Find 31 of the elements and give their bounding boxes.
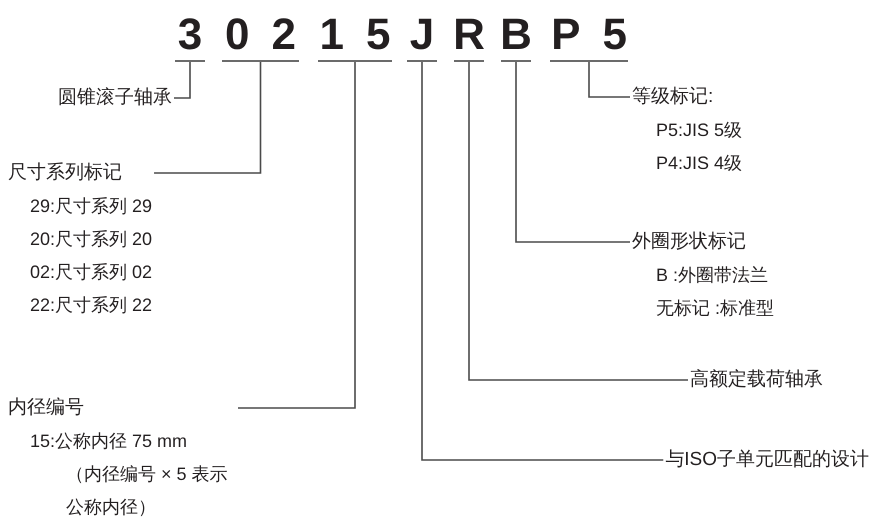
code-meaning-text: B :外圈带法兰 [656, 264, 768, 287]
code-meaning-text: P4:JIS 4级 [656, 152, 742, 175]
code-meaning-text: P5:JIS 5级 [656, 119, 742, 142]
leader-line [421, 62, 664, 461]
code-meaning-text: 无标记 :标准型 [656, 297, 774, 320]
code-meaning-text: 02:尺寸系列 02 [30, 261, 152, 284]
heading-text: 内径编号 [8, 396, 84, 420]
designation-code: 15 [318, 12, 392, 62]
designation-code: J [407, 12, 437, 62]
heading-text: 等级标记: [632, 85, 714, 109]
leader-line [174, 62, 191, 99]
designation-code: R [454, 12, 484, 62]
code-meaning-text: 29:尺寸系列 29 [30, 195, 152, 218]
designation-code: B [501, 12, 531, 62]
heading-text: 尺寸系列标记 [8, 161, 122, 185]
label-text: 高额定载荷轴承 [690, 368, 823, 392]
leader-line [154, 62, 262, 174]
designation-code: P5 [550, 12, 628, 62]
code-meaning-text: 20:尺寸系列 20 [30, 228, 152, 251]
code-meaning-text: 22:尺寸系列 22 [30, 294, 152, 317]
code-meaning-text: 15:公称内径 75 mm [30, 430, 188, 453]
label-text: 圆锥滚子轴承 [58, 86, 172, 110]
leader-line [515, 62, 630, 243]
label-text: 与ISO子单元匹配的设计 [665, 448, 869, 472]
leader-line [468, 62, 688, 381]
heading-text: 外圈形状标记 [632, 230, 746, 254]
leader-line [238, 62, 356, 409]
designation-code: 02 [222, 12, 299, 62]
leader-line [588, 62, 630, 98]
designation-code: 3 [175, 12, 205, 62]
code-meaning-text: （内径编号 × 5 表示公称内径） [66, 463, 229, 519]
